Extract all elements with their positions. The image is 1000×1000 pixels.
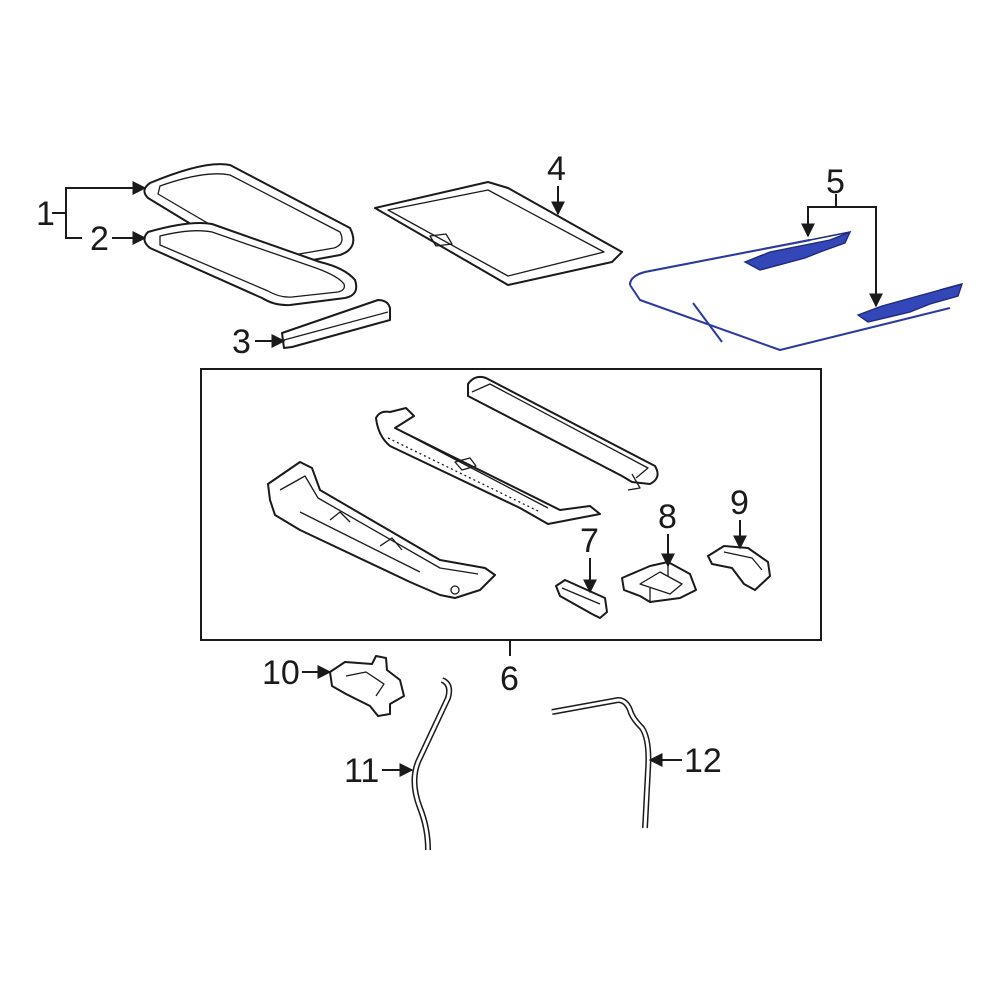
part-8-bracket[interactable] (621, 561, 697, 603)
callout-10: 10 (262, 654, 300, 692)
part-7-guide[interactable] (555, 579, 608, 619)
part-12-drain-hose[interactable] (551, 696, 652, 829)
part-3-deflector[interactable] (281, 299, 391, 349)
callout-labels: 1 2 3 4 5 6 7 8 9 10 11 12 (36, 150, 845, 790)
callout-12: 12 (684, 742, 722, 780)
callout-1: 1 (36, 195, 55, 233)
frame-front-rail[interactable] (467, 375, 659, 491)
leader-lines (52, 181, 883, 777)
callout-8: 8 (658, 498, 677, 536)
callout-7: 7 (580, 522, 599, 560)
callout-5: 5 (826, 163, 845, 201)
part-2-weatherstrip[interactable] (143, 222, 358, 307)
frame-center-rail[interactable] (375, 407, 601, 525)
callout-6: 6 (500, 660, 519, 698)
callout-2: 2 (90, 220, 109, 258)
part-4-sunshade[interactable] (374, 181, 623, 286)
callout-9: 9 (730, 484, 749, 522)
part-9-bracket[interactable] (707, 545, 771, 591)
part-11-drain-hose[interactable] (411, 677, 453, 851)
part-10-motor[interactable] (329, 655, 405, 717)
callout-11: 11 (344, 752, 379, 790)
callout-4: 4 (547, 150, 566, 188)
frame-rear-bracket[interactable] (267, 461, 496, 599)
callout-3: 3 (232, 323, 251, 361)
part-5-track-assembly[interactable] (629, 230, 964, 351)
